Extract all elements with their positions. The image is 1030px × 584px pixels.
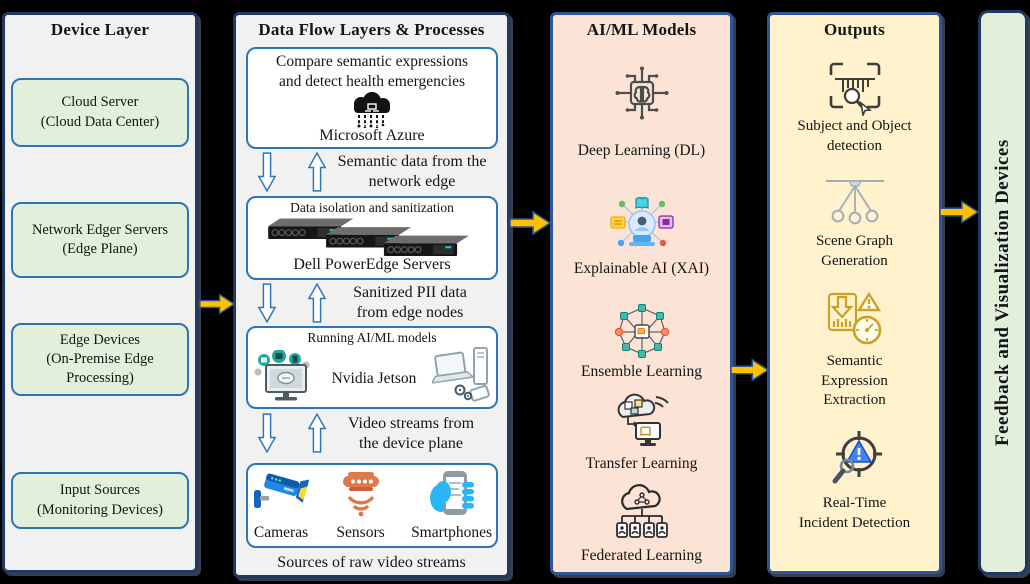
rack-servers-icon [248, 216, 496, 256]
sanitized-pii-label: Sanitized PII data from edge nodes [353, 284, 467, 322]
flow-to-models-arrow-icon [509, 210, 552, 236]
explainable-ai-icon [553, 195, 730, 253]
azure-cloud-icon [248, 92, 496, 129]
azure-platform-label: Microsoft Azure [319, 127, 425, 145]
federated-learning-label: Federated Learning [581, 547, 702, 564]
brain-chip-icon [553, 62, 730, 124]
azure-caption: Compare semantic expressions and detect … [276, 53, 468, 91]
outputs-to-feedback-arrow-icon [939, 200, 979, 224]
dell-platform-label: Dell PowerEdge Servers [293, 256, 451, 273]
data-flow-title: Data Flow Layers & Processes [258, 20, 485, 39]
smartphones-item: Smartphones [411, 470, 492, 542]
outputs-panel: Outputs Subject and Ob [767, 12, 942, 574]
dell-box: Data isolation and sanitization [246, 196, 498, 280]
edge-devices-box: Edge Devices (On-Premise Edge Processing… [11, 323, 189, 396]
ensemble-network-icon [553, 302, 730, 360]
cctv-camera-icon [252, 470, 310, 523]
sources-box: Cameras [246, 463, 498, 548]
edge-devices-label: Edge Devices (On-Premise Edge Processing… [46, 331, 154, 387]
federated-cloud-icon [553, 483, 730, 541]
down-arrow-icon [258, 283, 276, 324]
data-flow-panel: Data Flow Layers & Processes Compare sem… [233, 12, 510, 578]
device-layer-panel: Device Layer Cloud Server (Cloud Data Ce… [2, 12, 198, 573]
ensemble-learning-label: Ensemble Learning [581, 363, 702, 380]
device-layer-title: Device Layer [50, 20, 150, 39]
cloud-server-label: Cloud Server (Cloud Data Center) [40, 94, 160, 130]
transfer-learning-label: Transfer Learning [585, 455, 698, 472]
device-to-flow-arrow-icon [199, 293, 235, 315]
jetson-platform-label: Nvidia Jetson [331, 370, 417, 387]
smartphone-hand-icon [429, 470, 475, 523]
input-sources-label: Input Sources (Monitoring Devices) [36, 482, 164, 518]
dell-caption: Data isolation and sanitization [290, 200, 454, 215]
jetson-caption: Running AI/ML models [307, 330, 437, 345]
scan-detection-icon [770, 58, 939, 116]
feedback-title: Feedback and Visualization Devices [992, 139, 1013, 446]
input-sources-box: Input Sources (Monitoring Devices) [11, 472, 189, 529]
sensors-item: Sensors [336, 470, 386, 542]
jetson-box: Running AI/ML models Nvidia Jetson [246, 326, 498, 409]
down-arrow-icon [258, 413, 276, 454]
smartphones-label: Smartphones [411, 524, 492, 541]
azure-box: Compare semantic expressions and detect … [246, 47, 498, 149]
up-arrow-icon [308, 151, 326, 192]
up-arrow-icon [308, 412, 326, 453]
down-arrow-icon [258, 152, 276, 193]
transfer-cloud-icon [553, 393, 730, 451]
feedback-panel: Feedback and Visualization Devices [978, 10, 1028, 575]
scene-graph-icon [770, 175, 939, 229]
incident-detection-label: Real-Time Incident Detection [798, 495, 911, 531]
desktop-set-icon [430, 346, 492, 409]
aiml-models-panel: AI/ML Models [550, 12, 733, 575]
outputs-title: Outputs [824, 20, 885, 39]
sensors-label: Sensors [336, 524, 385, 541]
aiml-models-title: AI/ML Models [586, 20, 697, 39]
cameras-item: Cameras [252, 473, 310, 542]
monitor-apps-icon [254, 349, 316, 409]
scene-graph-label: Scene Graph Generation [815, 233, 894, 269]
cloud-server-box: Cloud Server (Cloud Data Center) [11, 78, 189, 147]
network-edge-servers-box: Network Edger Servers (Edge Plane) [11, 202, 189, 278]
explainable-ai-label: Explainable AI (XAI) [573, 260, 710, 277]
subject-object-label: Subject and Object detection [797, 118, 912, 154]
semantic-extraction-label: Semantic Expression Extraction [821, 353, 888, 408]
semantic-extraction-icon [770, 288, 939, 346]
sources-footer: Sources of raw video streams [277, 554, 466, 571]
semantic-data-label: Semantic data from the network edge [337, 153, 487, 191]
cameras-label: Cameras [253, 524, 309, 541]
video-streams-label: Video streams from the device plane [347, 415, 475, 453]
incident-detection-icon [770, 428, 939, 492]
models-to-outputs-arrow-icon [730, 358, 769, 382]
motion-sensor-icon [336, 470, 386, 523]
deep-learning-label: Deep Learning (DL) [577, 142, 706, 159]
up-arrow-icon [308, 282, 326, 323]
network-edge-servers-label: Network Edger Servers (Edge Plane) [31, 221, 169, 257]
